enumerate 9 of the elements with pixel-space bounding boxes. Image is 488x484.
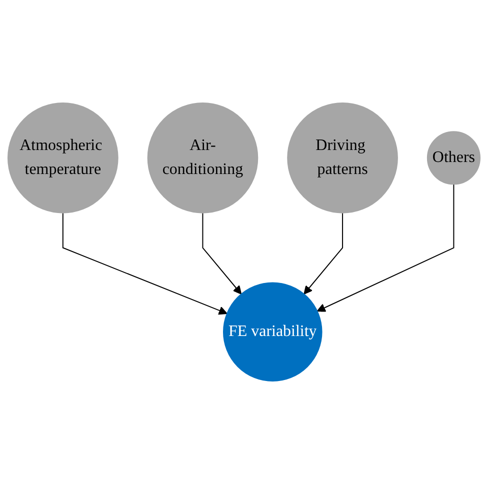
node-circle: Driving patterns	[287, 102, 398, 214]
arrow	[202, 212, 242, 294]
arrow	[316, 184, 454, 312]
arrow	[304, 212, 344, 294]
node-circle: Air-conditioning	[147, 102, 258, 214]
node-circle: Others	[426, 131, 480, 185]
node-circle: FE variability	[222, 282, 322, 382]
node-circle: Atmospheric temperature	[8, 102, 118, 214]
arrow	[62, 212, 228, 315]
